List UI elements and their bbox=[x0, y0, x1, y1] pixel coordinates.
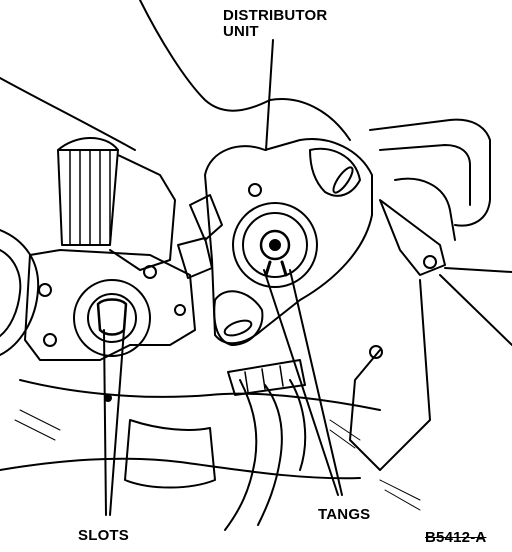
cam-bore-outer bbox=[73, 279, 151, 357]
valve-cover bbox=[57, 149, 119, 246]
lower-block-2 bbox=[0, 457, 361, 480]
leader-lines bbox=[103, 39, 343, 516]
distributor-label-line1: DISTRIBUTOR bbox=[223, 7, 328, 24]
flange-slot bbox=[223, 319, 253, 337]
valve-cover-top bbox=[57, 137, 119, 151]
shading-hatch bbox=[14, 409, 421, 511]
connector-plug bbox=[227, 359, 306, 396]
intake-pipe-2 bbox=[394, 177, 456, 241]
bolt-b bbox=[43, 333, 57, 347]
hood-edge bbox=[0, 77, 136, 151]
plug-ribs bbox=[244, 365, 284, 393]
wire-2 bbox=[257, 384, 283, 526]
rotor-hub bbox=[259, 229, 291, 261]
rotor-outer bbox=[232, 202, 318, 288]
rotor-center bbox=[269, 239, 281, 251]
intake-pipe-inner bbox=[379, 144, 471, 206]
tangs-label: TANGS bbox=[318, 506, 371, 523]
lower-block bbox=[19, 379, 381, 411]
leader-tangs-right bbox=[289, 269, 343, 496]
distributor-top-ear bbox=[309, 147, 361, 197]
leader-slots-left bbox=[103, 329, 107, 516]
right-bracket bbox=[379, 199, 446, 276]
housing-bolt bbox=[369, 345, 383, 359]
distributor-bolt bbox=[248, 183, 262, 197]
rotor-tangs bbox=[264, 260, 288, 277]
leader-dot-slots bbox=[104, 394, 112, 402]
rod bbox=[439, 274, 512, 346]
distributor-stub bbox=[189, 194, 223, 241]
cam-slot bbox=[96, 298, 128, 336]
leader-slots-right bbox=[109, 329, 125, 516]
cam-bore-inner bbox=[87, 293, 137, 343]
rod-2 bbox=[444, 267, 512, 273]
wire-3 bbox=[289, 379, 307, 471]
left-hose-inner bbox=[0, 249, 22, 337]
manifold bbox=[109, 154, 176, 271]
lower-block-3 bbox=[124, 419, 216, 489]
slots-label: SLOTS bbox=[78, 527, 130, 544]
rotor-ring bbox=[242, 212, 308, 278]
bracket-bolt bbox=[423, 255, 437, 269]
leader-distributor bbox=[265, 39, 274, 151]
leader-tangs-left bbox=[263, 269, 339, 496]
bolt-c bbox=[143, 265, 157, 279]
ear-slot bbox=[332, 166, 354, 194]
distributor-body bbox=[204, 138, 373, 345]
bolt-d bbox=[174, 304, 186, 316]
distributor-label-line2: UNIT bbox=[223, 23, 259, 40]
fender-outline bbox=[139, 0, 351, 141]
distributor-flange bbox=[213, 290, 264, 346]
connector bbox=[177, 237, 213, 279]
wire-1 bbox=[224, 379, 258, 531]
block-left bbox=[24, 249, 196, 361]
figure-code: B5412-A bbox=[425, 529, 487, 546]
valve-cover-ribs bbox=[69, 149, 111, 246]
bolt-a bbox=[38, 283, 52, 297]
lower-right-housing bbox=[349, 279, 431, 471]
intake-pipe bbox=[369, 118, 491, 227]
